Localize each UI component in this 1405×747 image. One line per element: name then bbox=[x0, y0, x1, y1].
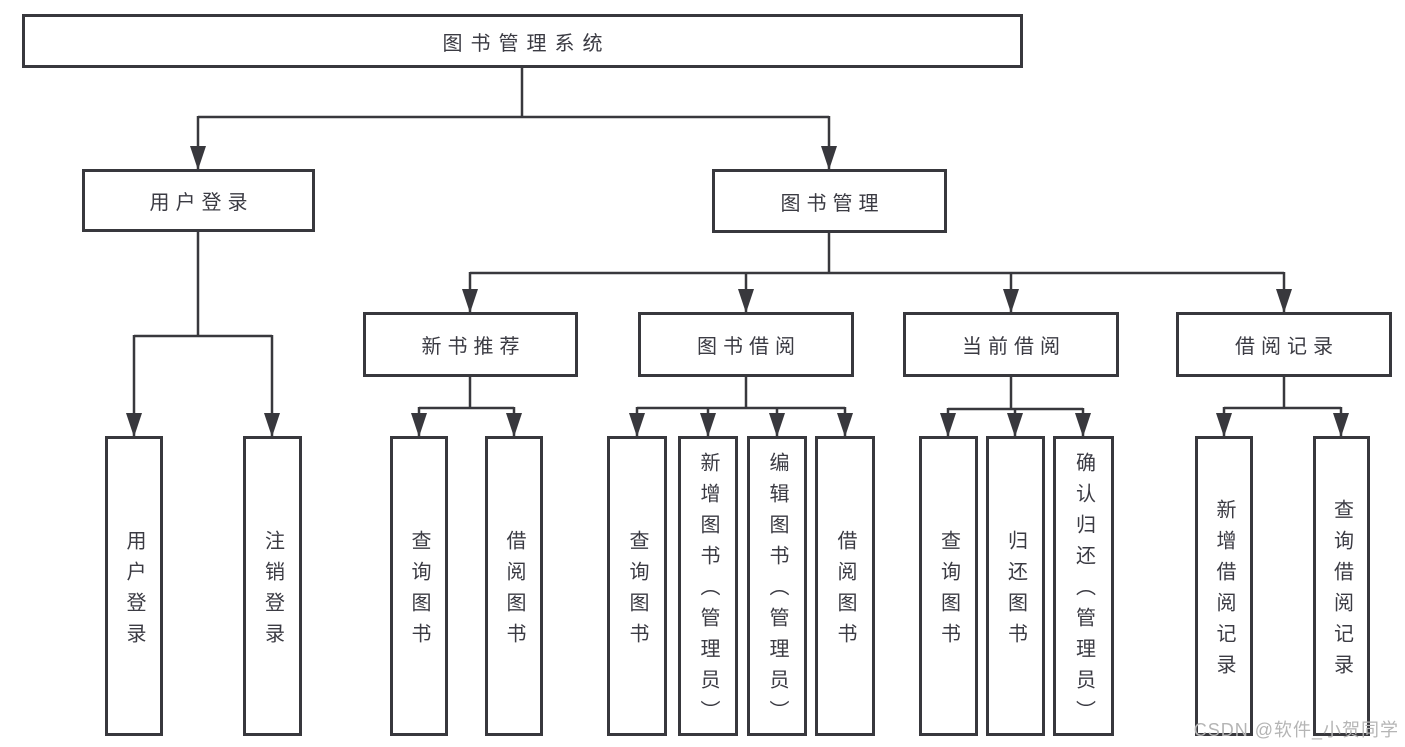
leaf-bb-borrow-books: 借阅图书 bbox=[815, 436, 875, 736]
leaf-bb-borrow-books-label: 借阅图书 bbox=[834, 529, 856, 654]
leaf-bb-add-books-admin-label: 新增图书（管理员） bbox=[697, 452, 719, 731]
leaf-logout: 注销登录 bbox=[243, 436, 302, 736]
node-book-management-label: 图书管理 bbox=[780, 192, 885, 215]
csdn-watermark: CSDN @软件_小贺同学 bbox=[1193, 720, 1399, 740]
node-user-login-label: 用户登录 bbox=[149, 192, 254, 214]
node-user-login: 用户登录 bbox=[82, 169, 315, 232]
leaf-user-login: 用户登录 bbox=[105, 436, 163, 736]
leaf-br-add-record-label: 新增借阅记录 bbox=[1213, 498, 1235, 685]
leaf-bb-edit-books-admin-label: 编辑图书（管理员） bbox=[766, 452, 788, 731]
leaf-cb-confirm-return-admin: 确认归还（管理员） bbox=[1053, 436, 1114, 736]
node-current-borrowing-label: 当前借阅 bbox=[962, 336, 1066, 358]
leaf-bb-query-books: 查询图书 bbox=[607, 436, 667, 736]
leaf-nbr-query-books: 查询图书 bbox=[390, 436, 448, 736]
leaf-cb-query-books: 查询图书 bbox=[919, 436, 978, 736]
leaf-nbr-query-books-label: 查询图书 bbox=[408, 529, 430, 654]
leaf-cb-return-books-label: 归还图书 bbox=[1004, 529, 1027, 654]
leaf-br-query-record: 查询借阅记录 bbox=[1313, 436, 1370, 736]
leaf-br-query-record-label: 查询借阅记录 bbox=[1330, 498, 1353, 685]
leaf-cb-return-books: 归还图书 bbox=[986, 436, 1045, 736]
node-new-book-recommend-label: 新书推荐 bbox=[421, 336, 526, 358]
leaf-user-login-label: 用户登录 bbox=[123, 529, 145, 654]
leaf-nbr-borrow-books-label: 借阅图书 bbox=[503, 529, 525, 654]
leaf-nbr-borrow-books: 借阅图书 bbox=[485, 436, 543, 736]
node-book-management: 图书管理 bbox=[712, 169, 947, 233]
node-new-book-recommend: 新书推荐 bbox=[363, 312, 578, 377]
node-borrowing-records-label: 借阅记录 bbox=[1235, 336, 1339, 358]
node-root-label: 图书管理系统 bbox=[442, 32, 611, 55]
leaf-bb-edit-books-admin: 编辑图书（管理员） bbox=[747, 436, 807, 736]
node-borrowing-records: 借阅记录 bbox=[1176, 312, 1392, 377]
leaf-bb-query-books-label: 查询图书 bbox=[626, 529, 648, 654]
node-current-borrowing: 当前借阅 bbox=[903, 312, 1119, 377]
leaf-bb-add-books-admin: 新增图书（管理员） bbox=[678, 436, 738, 736]
node-book-borrowing: 图书借阅 bbox=[638, 312, 854, 377]
leaf-cb-confirm-return-admin-label: 确认归还（管理员） bbox=[1072, 452, 1095, 731]
node-root-library-system: 图书管理系统 bbox=[22, 14, 1023, 68]
node-book-borrowing-label: 图书借阅 bbox=[697, 336, 801, 358]
leaf-cb-query-books-label: 查询图书 bbox=[937, 529, 960, 654]
leaf-logout-label: 注销登录 bbox=[261, 529, 284, 654]
leaf-br-add-record: 新增借阅记录 bbox=[1195, 436, 1253, 736]
